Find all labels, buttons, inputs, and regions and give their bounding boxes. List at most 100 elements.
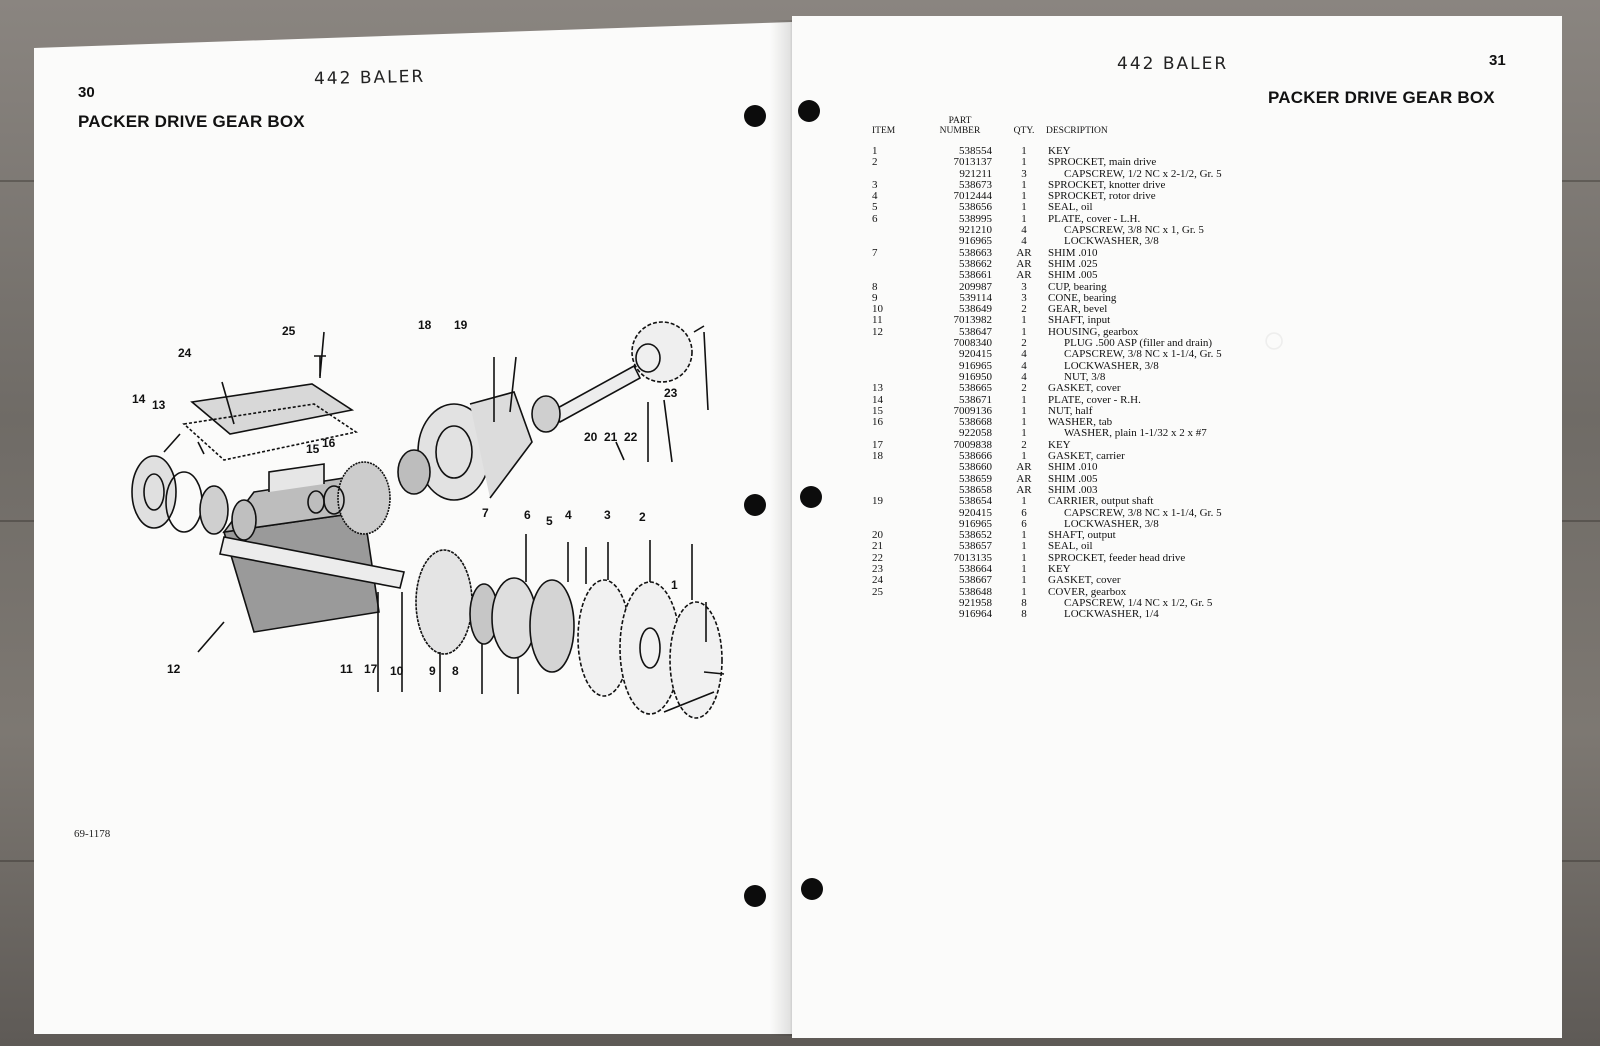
row-qty: 2	[1021, 438, 1027, 451]
callout-19: 19	[454, 318, 468, 332]
sprocket-22	[631, 321, 693, 383]
row-part-number: 538657	[959, 540, 992, 553]
callout-1: 1	[671, 578, 678, 592]
col-part-number-label: PART NUMBER	[939, 116, 981, 136]
row-qty: 1	[1021, 404, 1027, 417]
row-qty: 1	[1021, 551, 1027, 564]
row-qty: 4	[1021, 224, 1027, 237]
row-description: KEY	[1048, 145, 1071, 157]
callout-23: 23	[664, 386, 678, 400]
section-title-left: PACKER DRIVE GEAR BOX	[78, 112, 305, 131]
row-qty: 2	[1021, 337, 1027, 350]
row-part-number: 7013135	[953, 551, 993, 564]
row-description: SHIM .003	[1048, 483, 1098, 496]
row-description: LOCKWASHER, 1/4	[1064, 608, 1159, 621]
row-qty: 1	[1021, 190, 1027, 203]
row-description: GEAR, bevel	[1048, 303, 1108, 316]
row-part-number: 916965	[959, 359, 992, 372]
row-description: SHIM .025	[1048, 257, 1098, 270]
row-item: 4	[872, 190, 878, 203]
row-description: LOCKWASHER, 3/8	[1064, 359, 1159, 372]
row-part-number: 921210	[959, 224, 992, 237]
row-qty: 8	[1021, 608, 1027, 621]
punch-hole	[744, 105, 766, 127]
bevel-gear-10	[415, 549, 473, 655]
punch-hole	[744, 885, 766, 907]
row-qty: 1	[1021, 450, 1027, 463]
row-part-number: 538662	[959, 257, 992, 270]
punch-hole	[801, 878, 823, 900]
row-item	[872, 259, 918, 270]
row-item: 15	[872, 404, 883, 417]
row-part-number: 916950	[959, 370, 992, 383]
row-item	[872, 225, 918, 236]
row-description: LOCKWASHER, 3/8	[1064, 517, 1159, 530]
punch-hole	[744, 494, 766, 516]
row-qty: 3	[1021, 167, 1027, 180]
row-item	[872, 609, 918, 620]
row-qty: 1	[1021, 156, 1027, 169]
row-qty: 1	[1021, 393, 1027, 406]
row-part-number: 538656	[959, 201, 992, 214]
row-description: WASHER, tab	[1048, 416, 1113, 429]
col-part-number-header: PART NUMBER	[918, 116, 1002, 146]
row-item: 17	[872, 438, 883, 451]
row-part-number: 922058	[959, 427, 992, 440]
row-item: 25	[872, 585, 883, 598]
row-qty: 6	[1021, 506, 1027, 519]
row-part-number: 538663	[959, 246, 992, 259]
row-part-number: 538995	[959, 212, 992, 225]
row-description: CAPSCREW, 3/8 NC x 1-1/4, Gr. 5	[1064, 506, 1222, 519]
row-item	[872, 169, 918, 180]
callout-25: 25	[282, 324, 296, 338]
row-item: 1	[872, 145, 878, 157]
left-page: 30 442 BALER PACKER DRIVE GEAR BOX	[34, 22, 792, 1034]
row-part-number: 538668	[959, 416, 992, 429]
callout-9: 9	[429, 664, 436, 678]
row-part-number: 538665	[959, 382, 992, 395]
row-item: 10	[872, 303, 883, 316]
callout-8: 8	[452, 664, 459, 678]
plate-cover-lh-6	[529, 579, 575, 673]
row-item	[872, 361, 918, 372]
row-item: 2	[872, 156, 878, 169]
row-description: PLATE, cover - R.H.	[1048, 393, 1141, 406]
row-part-number: 538671	[959, 393, 992, 406]
row-description: SPROCKET, rotor drive	[1048, 190, 1156, 203]
row-qty: 1	[1021, 314, 1027, 327]
row-part-number: 538659	[959, 472, 992, 485]
row-qty: 1	[1021, 178, 1027, 191]
row-item	[872, 474, 918, 485]
plate-cover-rh-14	[131, 455, 177, 529]
row-part-number: 921211	[959, 167, 992, 180]
row-description: SPROCKET, feeder head drive	[1048, 551, 1186, 564]
row-qty: 6	[1021, 517, 1027, 530]
row-qty: 8	[1021, 596, 1027, 609]
row-part-number: 538647	[959, 325, 992, 338]
callout-24: 24	[178, 346, 192, 360]
bleed-through: ○	[1262, 317, 1287, 362]
row-description: SHIM .010	[1048, 461, 1098, 474]
row-description: NUT, half	[1048, 404, 1093, 417]
callout-6: 6	[524, 508, 531, 522]
row-part-number: 538673	[959, 178, 992, 191]
row-description: SHAFT, output	[1048, 529, 1116, 542]
row-item	[872, 508, 918, 519]
row-description: LOCKWASHER, 3/8	[1064, 235, 1159, 248]
row-qty: 1	[1021, 416, 1027, 429]
row-item: 14	[872, 393, 883, 406]
